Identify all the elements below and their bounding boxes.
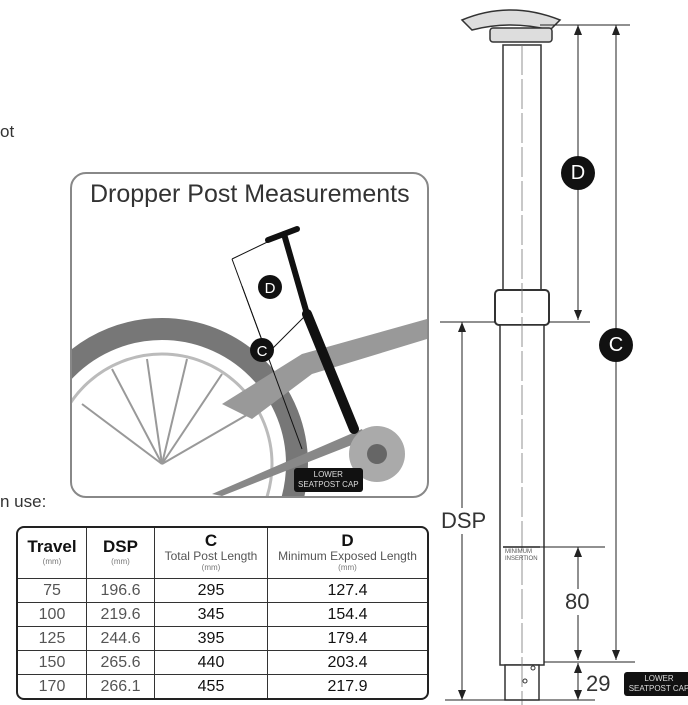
badge-line: SEATPOST CAP	[628, 684, 688, 693]
badge-line: SEATPOST CAP	[298, 480, 359, 489]
label-c-circle: C	[599, 328, 633, 362]
d-cell: 203.4	[268, 651, 427, 675]
d-cell: 179.4	[268, 627, 427, 651]
badge-line: LOWER	[644, 674, 674, 683]
cut-off-text: ot	[0, 122, 15, 141]
label-d-circle	[258, 275, 282, 299]
c-cell: 440	[155, 651, 268, 675]
travel-cell: 170	[18, 675, 87, 698]
label-d: D	[265, 280, 276, 297]
dim-80-label: 80	[565, 589, 590, 615]
lower-seatpost-cap-badge: LOWER SEATPOST CAP	[624, 672, 688, 696]
saddle-clamp	[460, 9, 562, 43]
travel-cell: 150	[18, 651, 87, 675]
header-travel: Travel(mm)	[18, 528, 87, 579]
d-cell: 127.4	[268, 579, 427, 603]
min-insertion-label: MINIMUM INSERTION	[505, 549, 538, 563]
travel-cell: 75	[18, 579, 87, 603]
label-c-circle	[250, 338, 274, 362]
dsp-cell: 196.6	[87, 579, 155, 603]
c-cell: 395	[155, 627, 268, 651]
dsp-label: DSP	[441, 508, 487, 534]
dropper-post-measurements-inset: Dropper Post Measurements	[70, 172, 429, 498]
dsp-cell: 266.1	[87, 675, 155, 698]
inset-title: Dropper Post Measurements	[90, 180, 410, 208]
d-cell: 217.9	[327, 677, 368, 695]
d-cell: 154.4	[268, 603, 427, 627]
dsp-cell: 219.6	[87, 603, 155, 627]
travel-cell: 125	[18, 627, 87, 651]
c-cell: 345	[155, 603, 268, 627]
c-cell: 455	[155, 675, 268, 698]
c-cell: 295	[155, 579, 268, 603]
lower-seatpost-cap-badge: LOWER SEATPOST CAP	[294, 468, 363, 492]
header-dsp: DSP(mm)	[87, 528, 155, 579]
label-d-circle: D	[561, 156, 595, 190]
min-insertion-line: MINIMUM	[505, 549, 532, 555]
label-c: C	[257, 343, 268, 360]
bike-illustration: D C	[72, 226, 427, 496]
dsp-cell: 265.6	[87, 651, 155, 675]
dim-29-label: 29	[586, 671, 611, 696]
dsp-cell: 244.6	[87, 627, 155, 651]
travel-cell: 100	[18, 603, 87, 627]
min-insertion-line: INSERTION	[505, 556, 538, 562]
seatpost-diagram	[440, 9, 635, 705]
badge-line: LOWER	[313, 470, 343, 479]
cut-off-text: n use:	[0, 492, 47, 511]
